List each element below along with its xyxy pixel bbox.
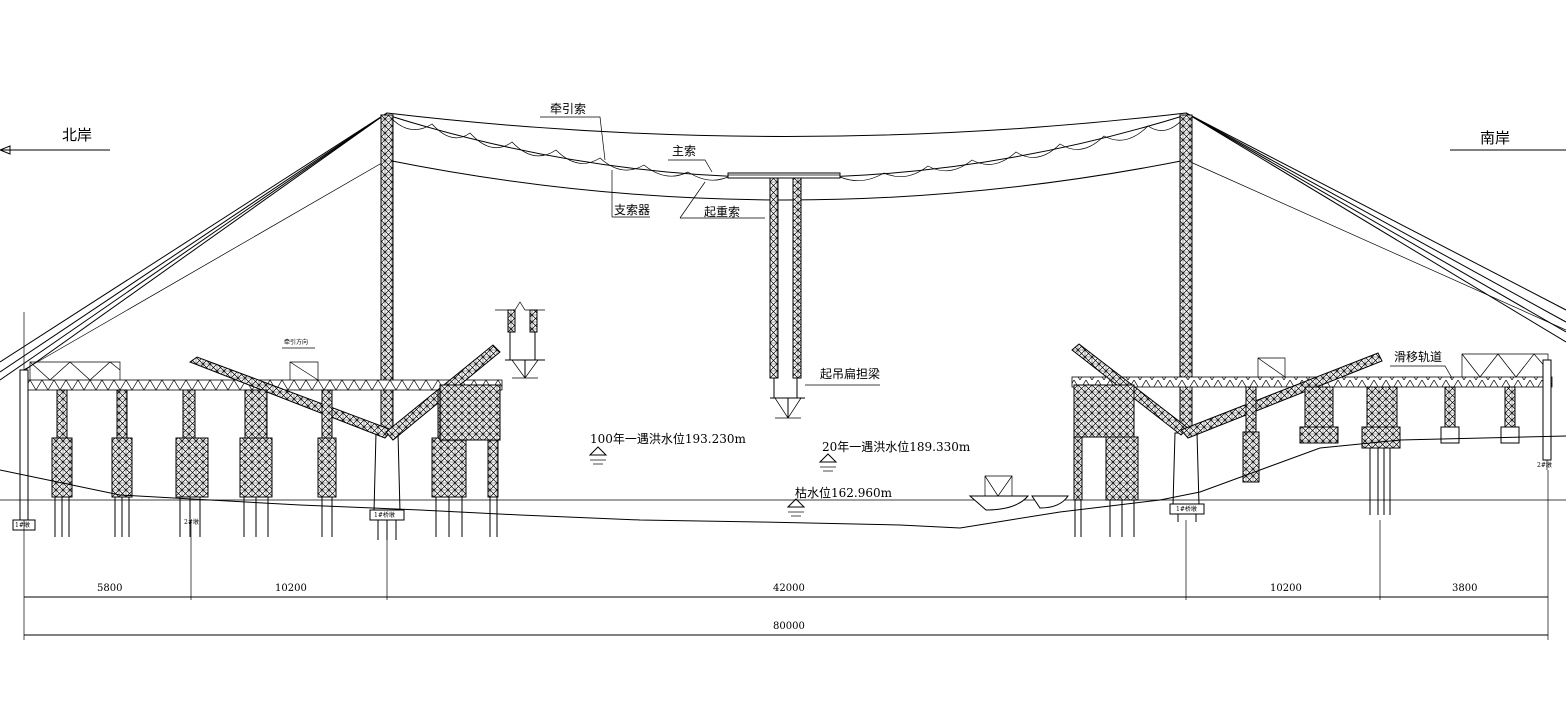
piers-south — [1073, 359, 1552, 537]
hoisting-carriage — [727, 172, 841, 419]
water-level-markers — [588, 446, 838, 517]
hoisting-cable-label: 起重索 — [704, 205, 740, 219]
riverbed-line — [0, 435, 1566, 529]
cable-support-scallops-right — [839, 117, 1185, 182]
backstay-north-3 — [0, 112, 388, 363]
deck-top-truss-north — [29, 361, 121, 381]
boom-south-right — [1180, 352, 1383, 439]
backstay-south-2 — [1185, 112, 1566, 333]
tower-south-footing — [1169, 503, 1205, 515]
dim-seg-4: 10200 — [1270, 583, 1302, 594]
pier-1-label: 1#墩 — [15, 521, 30, 529]
traction-cable-line — [386, 112, 1187, 137]
backstay-south-4 — [1185, 112, 1566, 311]
main-cable-label: 主索 — [672, 144, 696, 158]
traction-cable-label: 牵引索 — [550, 102, 586, 116]
backstay-south-3 — [1185, 112, 1566, 343]
pier-2-label: 2#墩 — [184, 518, 199, 526]
small-truss-south — [1257, 357, 1286, 378]
small-truss-north — [289, 361, 319, 381]
north-bank-label: 北岸 — [62, 126, 92, 144]
dimension-lines — [23, 470, 1549, 640]
tower-south-pier-label: 1#桥墩 — [1176, 505, 1197, 513]
cable-support-label: 支索器 — [614, 203, 650, 217]
lifting-beam-label: 起吊扁担梁 — [820, 366, 880, 381]
guy-line-north-lower — [19, 159, 388, 373]
backstay-south-1 — [1185, 112, 1566, 323]
lifting-hanger-left — [769, 177, 779, 379]
tower-north-pier-label: 1#桥墩 — [374, 511, 395, 519]
guy-line-south-lower — [1185, 159, 1566, 331]
boat-2 — [1031, 495, 1069, 509]
boat-group — [968, 475, 1069, 511]
traction-direction-label: 牵引方向 — [284, 338, 308, 346]
piers-north — [12, 312, 501, 537]
backstay-north-1 — [0, 112, 388, 373]
dim-total: 80000 — [773, 621, 805, 632]
dim-seg-1: 5800 — [97, 583, 122, 594]
backstay-north-4 — [24, 112, 388, 371]
backstay-north-2 — [0, 112, 388, 381]
dim-seg-5: 3800 — [1452, 583, 1477, 594]
boom-group — [188, 343, 1383, 441]
lifting-hanger-right — [792, 177, 802, 379]
deck-top-truss-south — [1461, 353, 1549, 378]
main-cable-line — [386, 114, 1187, 178]
cable-support-scallops-left — [389, 116, 731, 181]
trestle-detail — [495, 301, 545, 379]
dim-seg-3: 42000 — [773, 583, 805, 594]
flood-100-label: 100年一遇洪水位193.230m — [590, 431, 747, 446]
slide-track-label: 滑移轨道 — [1394, 350, 1442, 364]
flood-20-label: 20年一遇洪水位189.330m — [822, 439, 971, 454]
hoisting-cable-line — [386, 159, 1187, 201]
leader-lines — [0, 116, 1566, 386]
south-bank-label: 南岸 — [1480, 129, 1510, 147]
far-south-pier-label: 2#墩 — [1537, 461, 1552, 469]
boat-1 — [968, 495, 1030, 511]
low-water-label: 枯水位162.960m — [795, 485, 893, 500]
boom-north-left — [188, 356, 393, 439]
tower-south-base — [1172, 432, 1200, 506]
dim-seg-2: 10200 — [275, 583, 307, 594]
cable-system — [0, 112, 1566, 381]
